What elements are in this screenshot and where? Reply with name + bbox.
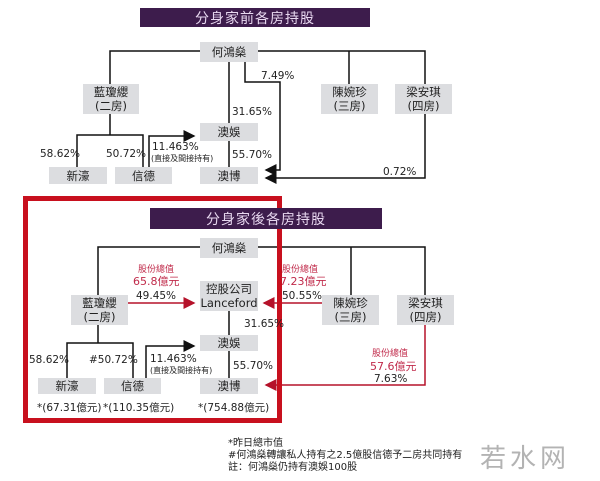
highlight-frame — [23, 196, 282, 423]
node-label: 澳博 — [217, 168, 241, 183]
before-title: 分身家前各房持股 — [140, 8, 370, 27]
node-chan: 陳婉珍(三房) — [322, 295, 379, 325]
node-label: 澳娛 — [217, 125, 241, 139]
node-lam: 藍瓊纓(二房) — [71, 295, 128, 325]
pct-label: 11.463% — [150, 353, 197, 365]
node-label: 信德 — [132, 168, 155, 183]
value-label: 股份總值 — [372, 349, 409, 359]
node-label: 何鴻燊 — [211, 241, 247, 255]
pct-label: 55.70% — [233, 360, 274, 372]
node-label: 梁安琪 — [408, 296, 443, 310]
pct-label: 58.62% — [29, 354, 70, 366]
node-label: 藍瓊纓 — [82, 296, 117, 310]
pct-label: 11.463% — [152, 141, 199, 153]
node-std: 澳娛 — [200, 335, 258, 351]
after-title: 分身家後各房持股 — [150, 208, 382, 229]
node-label: 藍瓊纓 — [93, 85, 129, 99]
node-chan: 陳婉珍(三房) — [321, 84, 378, 114]
node-shk: 新濠 — [38, 378, 96, 394]
node-shk: 新濠 — [49, 167, 107, 184]
pct-label: 58.62% — [40, 148, 81, 160]
footnote: *昨日總市值 — [228, 438, 283, 449]
node-label: 控股公司 — [206, 282, 252, 296]
node-label: 新濠 — [55, 379, 79, 393]
pct-label: 31.65% — [232, 106, 273, 118]
pct-label: 7.63% — [374, 373, 408, 385]
node-sjm: 澳博 — [200, 167, 258, 184]
market-value: *(67.31億元) — [37, 402, 102, 414]
pct-label: 31.65% — [244, 318, 285, 330]
node-sublabel: (三房) — [333, 99, 366, 113]
pct-note: (直接及間接持有) — [151, 154, 214, 163]
market-value: *(754.88億元) — [198, 402, 270, 414]
node-sublabel: Lanceford — [200, 296, 258, 310]
node-label: 何鴻燊 — [211, 45, 247, 59]
node-label: 澳博 — [217, 379, 241, 393]
pct-label: #50.72% — [89, 354, 138, 366]
value: 65.8億元 — [133, 275, 180, 288]
value-label: 股份總值 — [138, 265, 175, 275]
pct-label: 7.49% — [261, 70, 295, 82]
value: 7.23億元 — [280, 275, 327, 288]
watermark: 若水网 — [480, 444, 571, 474]
node-std: 澳娛 — [200, 123, 258, 141]
node-sublabel: (四房) — [407, 99, 440, 113]
market-value: *(110.35億元) — [103, 402, 175, 414]
node-sublabel: (二房) — [95, 99, 127, 113]
node-label: 澳娛 — [217, 336, 241, 350]
node-label: 新濠 — [66, 168, 90, 183]
node-label: 陳婉珍 — [332, 85, 367, 99]
value-label: 股份總值 — [282, 265, 319, 275]
node-shun-tak: 信德 — [104, 378, 161, 394]
node-sublabel: (二房) — [83, 310, 116, 324]
node-leung: 梁安琪(四房) — [395, 84, 452, 114]
node-leung: 梁安琪(四房) — [397, 295, 454, 325]
footnote: 註：何鴻燊仍持有澳娛100股 — [228, 462, 358, 473]
node-ho-hung-sun: 何鴻燊 — [200, 238, 258, 258]
node-sublabel: (四房) — [409, 310, 442, 324]
pct-note: (直接及間接持有) — [150, 366, 213, 375]
node-sublabel: (三房) — [334, 310, 367, 324]
node-ho-hung-sun: 何鴻燊 — [200, 42, 258, 62]
pct-label: 49.45% — [136, 290, 177, 302]
node-sjm: 澳博 — [200, 378, 258, 394]
value: 57.6億元 — [370, 360, 417, 373]
node-label: 梁安琪 — [406, 85, 441, 99]
pct-label: 0.72% — [383, 166, 417, 178]
node-label: 陳婉珍 — [333, 296, 368, 310]
node-lam: 藍瓊纓(二房) — [83, 84, 139, 114]
node-shun-tak: 信德 — [115, 167, 172, 184]
pct-label: 50.72% — [106, 148, 147, 160]
pct-label: 55.70% — [232, 149, 273, 161]
footnote: #何鴻燊轉讓私人持有之2.5億股信德予二房共同持有 — [228, 450, 463, 461]
node-label: 信德 — [121, 379, 144, 393]
pct-label: 50.55% — [282, 290, 323, 302]
